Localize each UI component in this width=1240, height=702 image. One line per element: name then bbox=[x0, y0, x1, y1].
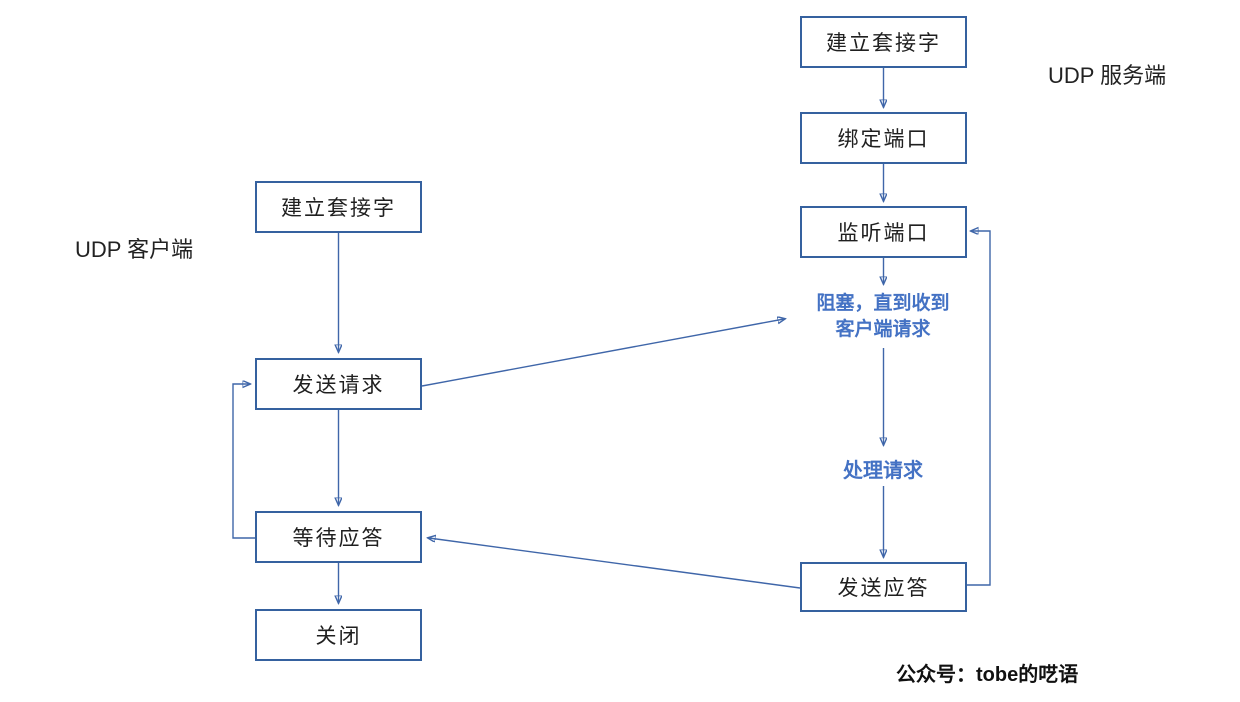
arrow-send-request-to-server bbox=[421, 319, 784, 387]
note-blocking-until-request: 阻塞，直到收到 客户端请求 bbox=[816, 293, 950, 340]
client-box-create-socket: 建立套接字 bbox=[255, 181, 422, 233]
server-box-create-socket: 建立套接字 bbox=[800, 16, 967, 68]
arrow-client-loop-wait-to-send bbox=[232, 384, 255, 539]
footer-credit: 公众号：tobe的呓语 bbox=[896, 664, 1079, 686]
server-box-bind-port: 绑定端口 bbox=[800, 112, 967, 164]
arrow-reply-to-wait bbox=[429, 538, 801, 589]
server-lane-title: UDP 服务端 bbox=[1048, 63, 1167, 88]
client-box-send-request: 发送请求 bbox=[255, 358, 422, 410]
note-process-request: 处理请求 bbox=[843, 460, 923, 482]
arrow-server-loop-reply-to-listen bbox=[967, 231, 991, 586]
server-box-send-reply: 发送应答 bbox=[800, 562, 967, 612]
client-lane-title: UDP 客户端 bbox=[75, 237, 194, 262]
client-box-close: 关闭 bbox=[255, 609, 422, 661]
client-box-wait-reply: 等待应答 bbox=[255, 511, 422, 563]
server-box-listen-port: 监听端口 bbox=[800, 206, 967, 258]
